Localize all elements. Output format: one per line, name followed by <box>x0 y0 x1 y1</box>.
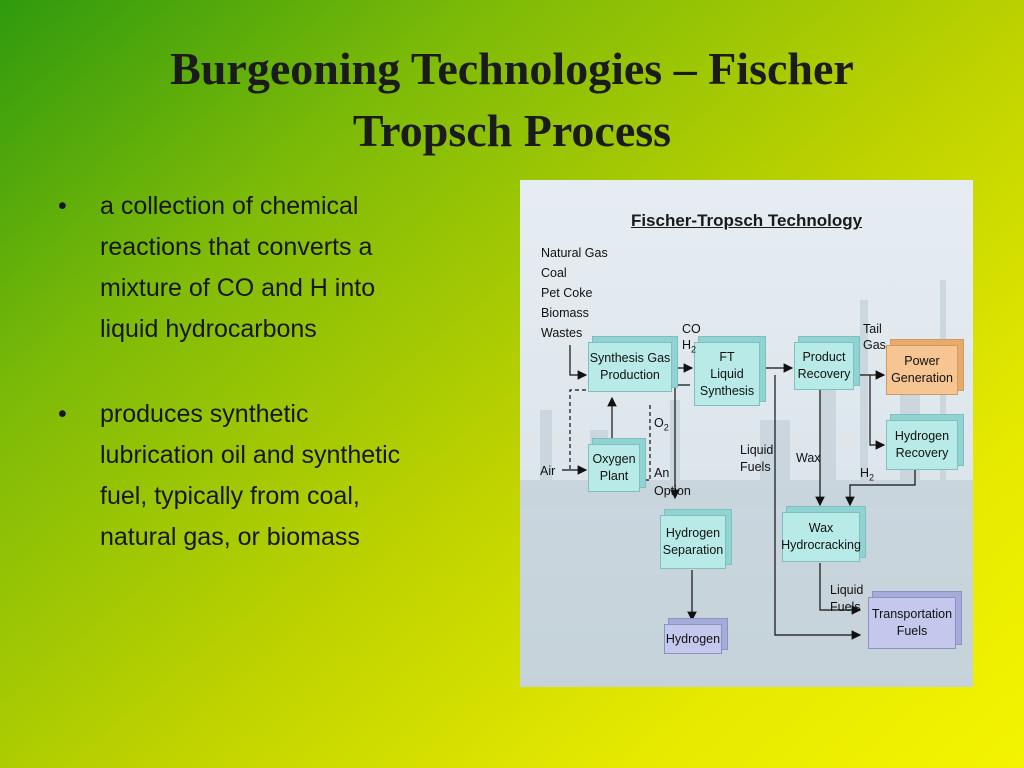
bullet-list: • a collection of chemical reactions tha… <box>58 186 498 602</box>
slide-title-line-1: Burgeoning Technologies – Fischer <box>170 43 854 94</box>
wax-label: Wax <box>796 451 821 465</box>
feedstock-label: Coal <box>541 266 567 280</box>
bullet-marker: • <box>58 192 67 220</box>
fischer-tropsch-diagram: Fischer-Tropsch Technology Natural Gas C… <box>520 180 973 687</box>
bullet-item: • a collection of chemical reactions tha… <box>58 186 498 350</box>
feedstock-list: Natural Gas Coal Pet Coke Biomass Wastes <box>541 243 608 343</box>
bullet-item: • produces synthetic lubrication oil and… <box>58 394 498 558</box>
bullet-line: produces synthetic <box>100 400 309 428</box>
bullet-line: natural gas, or biomass <box>100 523 360 551</box>
h2-wax-label: H2 <box>860 466 875 483</box>
bullet-line: fuel, typically from coal, <box>100 482 360 510</box>
o2-label: O2 <box>654 416 669 433</box>
bullet-line: a collection of chemical <box>100 192 359 220</box>
hydrogen-product-box: Hydrogen <box>664 624 722 654</box>
bullet-line: reactions that converts a <box>100 233 373 261</box>
air-label: Air <box>540 464 556 478</box>
feedstock-label: Pet Coke <box>541 286 593 300</box>
slide-title-line-2: Tropsch Process <box>352 105 672 156</box>
feedstock-label: Natural Gas <box>541 246 608 260</box>
feedstock-label: Biomass <box>541 306 589 320</box>
bullet-line: mixture of CO and H into <box>100 274 376 302</box>
bullet-marker: • <box>58 400 67 428</box>
slide-title: Burgeoning Technologies – Fischer Tropsc… <box>60 38 964 162</box>
bullet-line: lubrication oil and synthetic <box>100 441 401 469</box>
diagram-title: Fischer-Tropsch Technology <box>630 211 863 230</box>
feedstock-label: Wastes <box>541 326 583 340</box>
bullet-line: liquid hydrocarbons <box>100 315 317 343</box>
